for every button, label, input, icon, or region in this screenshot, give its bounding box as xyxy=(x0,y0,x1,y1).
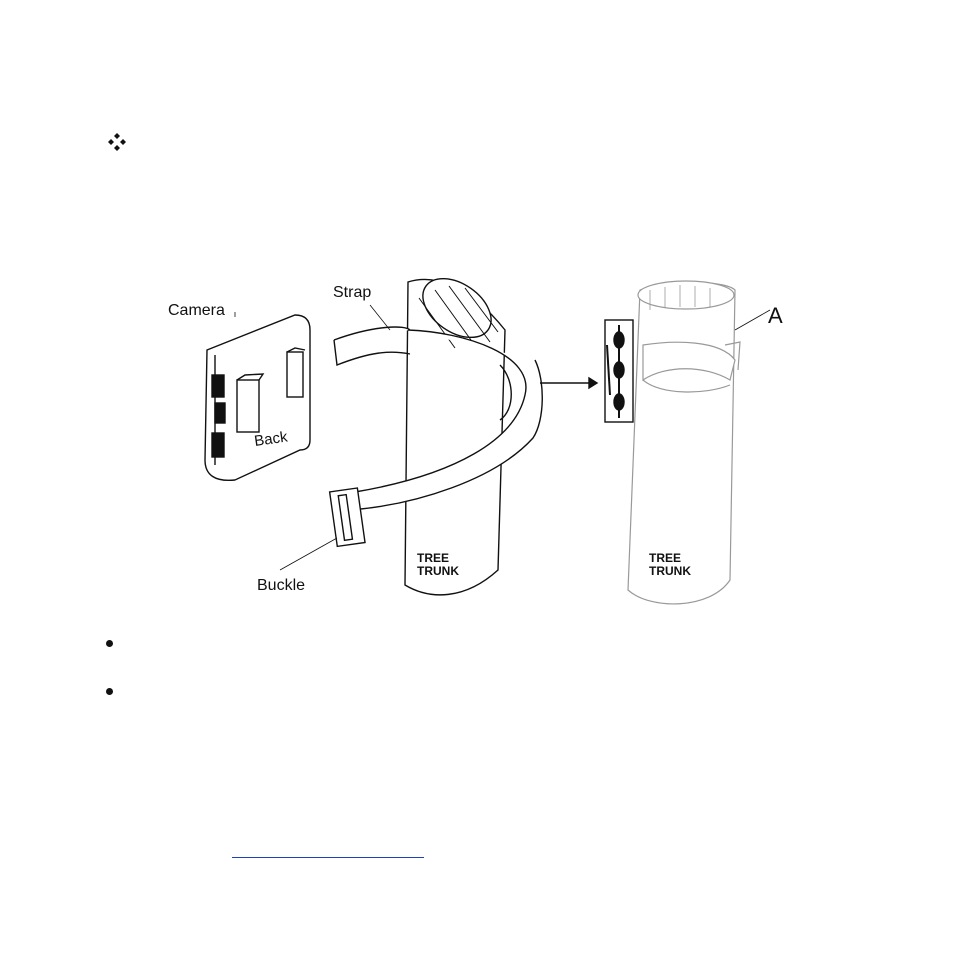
tree-trunk-right xyxy=(628,283,735,604)
camera-label: Camera xyxy=(168,302,225,319)
hyperlink[interactable] xyxy=(232,857,424,858)
tree-label-right-1: TREE xyxy=(649,551,681,565)
buckle-label: Buckle xyxy=(257,577,305,594)
bullet-point-2 xyxy=(106,688,113,695)
strap-label: Strap xyxy=(333,284,371,301)
bullet-point-1 xyxy=(106,640,113,647)
point-a-label: A xyxy=(768,303,783,328)
tree-label-right-2: TRUNK xyxy=(649,564,691,578)
mounting-diagram: Camera Strap Back Buckle TREE TRUNK TREE… xyxy=(165,270,805,615)
diamond-bullet-icon xyxy=(107,131,127,151)
tree-label-left-1: TREE xyxy=(417,551,449,565)
tree-label-left-2: TRUNK xyxy=(417,564,459,578)
